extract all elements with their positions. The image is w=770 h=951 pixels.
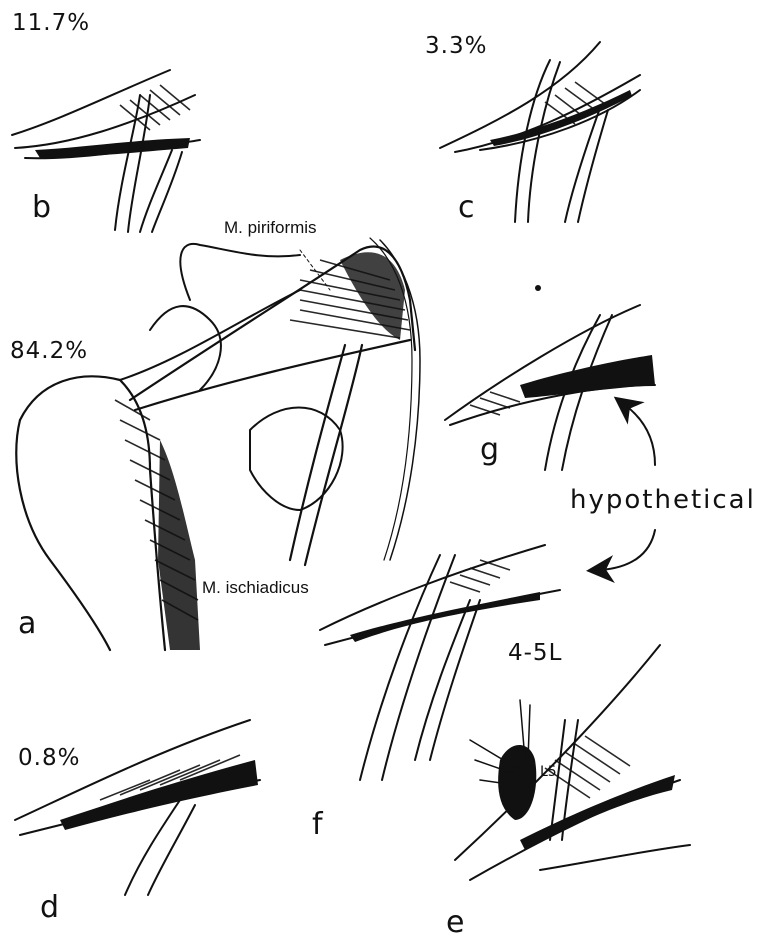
panel-letter-f: f [312, 807, 323, 842]
panel-letter-e: e [446, 905, 464, 940]
panel-letter-g: g [480, 432, 499, 467]
percent-label-a: 84.2% [10, 338, 88, 364]
hypothetical-label: hypothetical [570, 485, 756, 515]
percent-label-c: 3.3% [425, 33, 487, 59]
ischiadicus-label: M. ischiadicus [202, 578, 309, 598]
vertebra-mark: L5 [540, 764, 557, 780]
percent-label-b: 11.7% [12, 10, 90, 36]
piriformis-label: M. piriformis [224, 218, 317, 238]
panel-letter-c: c [458, 190, 475, 225]
panel-letter-a: a [18, 606, 36, 641]
panel-e-illustration [455, 645, 690, 880]
vertebra-level-label-e: 4-5L [508, 640, 562, 666]
panel-g-illustration [445, 285, 655, 470]
panel-letter-b: b [32, 190, 51, 225]
panel-letter-d: d [40, 890, 59, 925]
percent-label-d: 0.8% [18, 745, 80, 771]
